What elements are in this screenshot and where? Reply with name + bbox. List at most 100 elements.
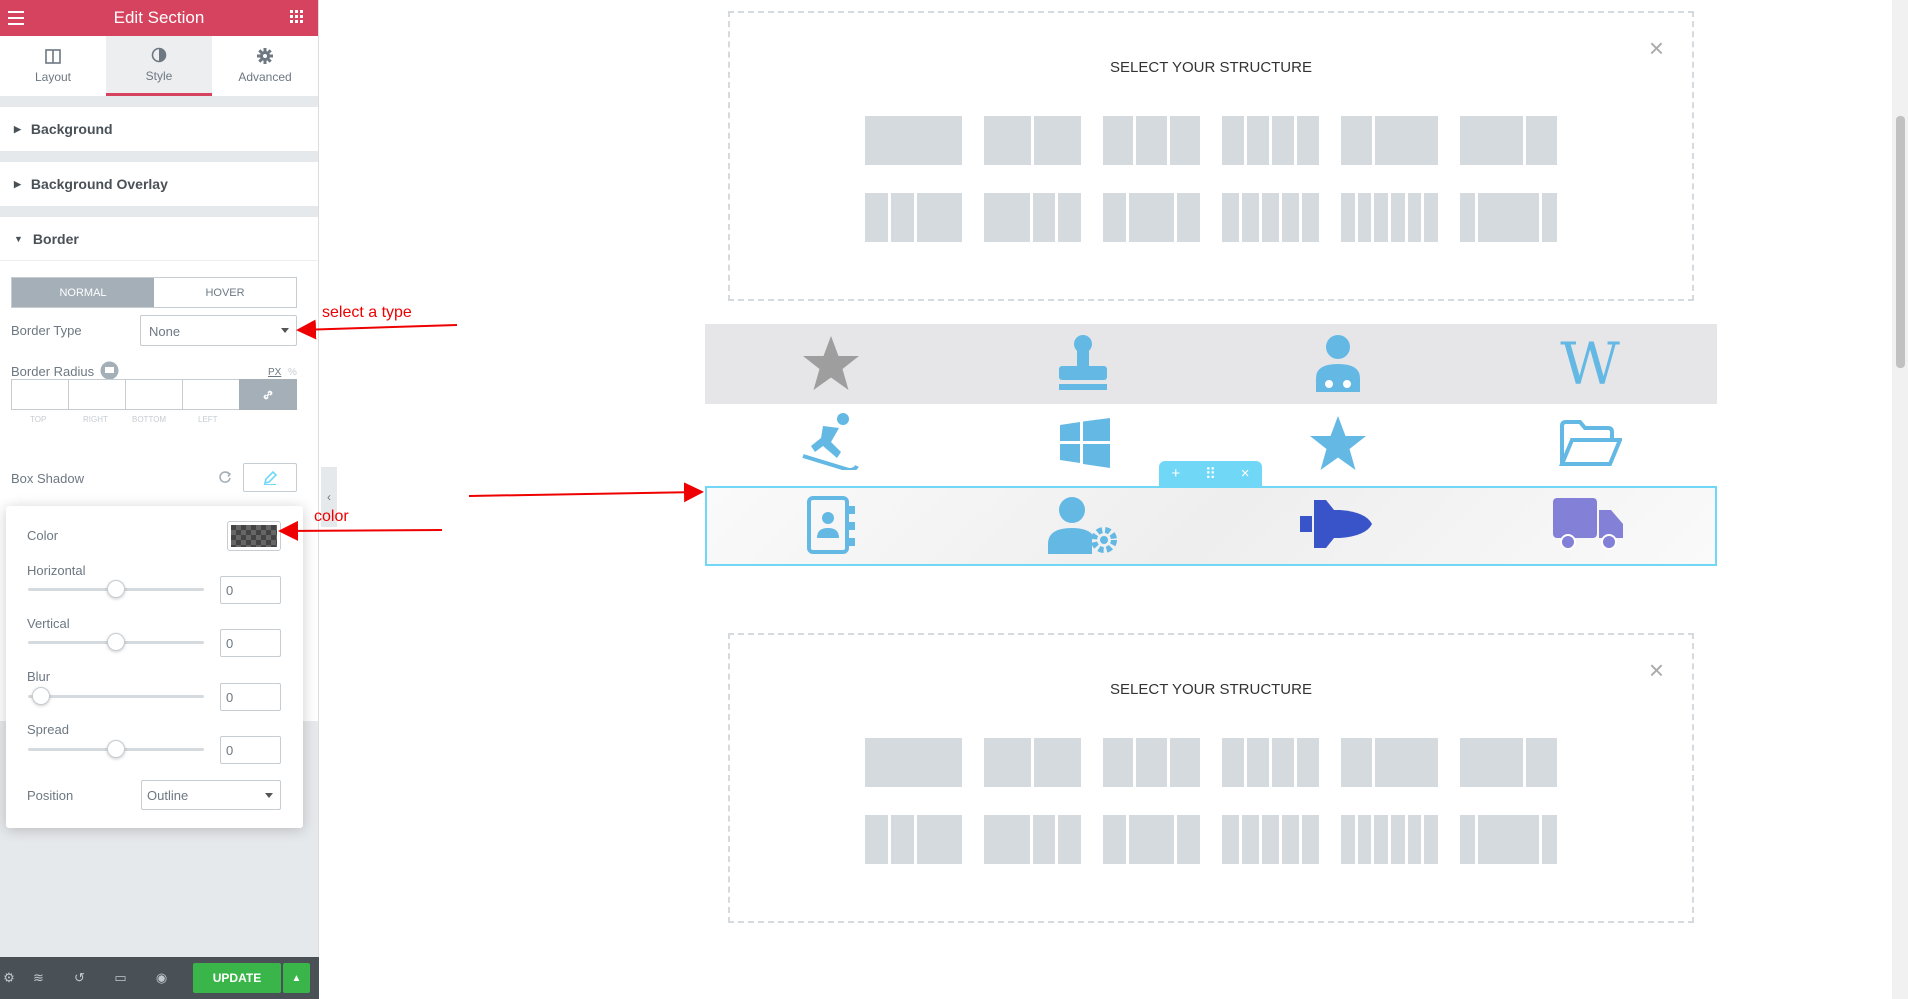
edit-shadow-button[interactable] xyxy=(243,463,297,492)
icon-row-section[interactable] xyxy=(705,324,1717,404)
checkerboard-swatch xyxy=(231,525,277,547)
scrollbar-thumb[interactable] xyxy=(1896,116,1905,368)
structure-preset[interactable] xyxy=(1222,815,1319,864)
structure-preset[interactable] xyxy=(984,116,1081,165)
structure-preset[interactable] xyxy=(1460,738,1557,787)
blur-slider-handle[interactable] xyxy=(32,687,50,705)
close-icon[interactable]: × xyxy=(1648,655,1664,685)
shadow-color-swatch[interactable] xyxy=(227,521,281,551)
structure-preset[interactable] xyxy=(984,738,1081,787)
radius-right-input[interactable] xyxy=(68,379,125,410)
star-icon xyxy=(803,336,859,390)
spread-slider-handle[interactable] xyxy=(107,740,125,758)
tab-layout-label: Layout xyxy=(34,69,72,84)
structure-preset[interactable] xyxy=(1103,193,1200,242)
structure-preset[interactable] xyxy=(1222,193,1319,242)
update-button[interactable]: UPDATE xyxy=(193,963,281,993)
selected-icon-row-section[interactable] xyxy=(705,486,1717,566)
history-icon[interactable]: ↺ xyxy=(74,970,85,985)
radius-left-input[interactable] xyxy=(182,379,239,410)
section-background[interactable]: ▶Background xyxy=(0,107,318,151)
border-type-select[interactable]: None xyxy=(140,315,297,346)
structure-preset[interactable] xyxy=(1341,815,1439,864)
spread-slider[interactable] xyxy=(28,740,204,758)
horizontal-slider[interactable] xyxy=(28,580,204,598)
responsive-icon[interactable] xyxy=(100,361,119,380)
user-cog-icon xyxy=(1048,497,1117,554)
structure-preset[interactable] xyxy=(1341,116,1438,165)
section-background-overlay-label: Background Overlay xyxy=(30,176,168,192)
structure-preset[interactable] xyxy=(1103,815,1200,864)
structure-preset[interactable] xyxy=(865,815,962,864)
normal-tab[interactable]: NORMAL xyxy=(12,278,154,307)
add-section-icon[interactable]: + xyxy=(1171,465,1181,482)
structure-preset[interactable] xyxy=(984,815,1081,864)
radius-top-input[interactable] xyxy=(11,379,68,410)
navigator-layers-icon[interactable]: ≋ xyxy=(33,970,44,985)
structure-preset[interactable] xyxy=(1103,116,1200,165)
drag-handle-icon[interactable]: ⠿ xyxy=(1204,465,1216,483)
link-icon xyxy=(263,390,273,399)
hamburger-menu-icon[interactable] xyxy=(8,11,24,25)
page-scrollbar[interactable] xyxy=(1892,0,1908,999)
panel-header: Edit Section xyxy=(0,0,318,36)
reset-icon[interactable] xyxy=(218,470,232,484)
horizontal-slider-handle[interactable] xyxy=(107,580,125,598)
wikipedia-icon: W xyxy=(1560,334,1620,390)
responsive-desktop-icon[interactable]: ▭ xyxy=(114,970,127,985)
horizontal-input[interactable]: 0 xyxy=(220,576,281,604)
radius-right-label: RIGHT xyxy=(83,415,108,424)
structure-preset[interactable] xyxy=(1222,738,1319,787)
settings-icon[interactable]: ⚙ xyxy=(3,970,15,985)
blur-label: Blur xyxy=(27,669,51,684)
unit-px[interactable]: PX xyxy=(268,367,282,378)
tab-advanced[interactable]: Advanced xyxy=(212,36,318,96)
tab-style-label: Style xyxy=(145,68,173,83)
structure-preset[interactable] xyxy=(1460,116,1557,165)
structure-preset[interactable] xyxy=(1460,815,1558,864)
vertical-input[interactable]: 0 xyxy=(220,629,281,657)
section-handle[interactable]: + ⠿ × xyxy=(1159,461,1262,486)
tab-style[interactable]: Style xyxy=(106,36,212,96)
grid-apps-icon[interactable] xyxy=(290,10,304,24)
annotation-color: color xyxy=(314,508,349,525)
border-type-label: Border Type xyxy=(11,323,82,338)
structure-preset[interactable] xyxy=(1103,738,1200,787)
structure-preset[interactable] xyxy=(1341,738,1438,787)
section-border[interactable]: ▼Border xyxy=(0,217,318,261)
layout-icon xyxy=(45,48,61,64)
address-book-icon xyxy=(807,496,855,554)
gear-icon xyxy=(257,48,273,64)
stamp-icon xyxy=(1059,335,1107,390)
structure-preset[interactable] xyxy=(1222,116,1319,165)
close-icon[interactable]: × xyxy=(1648,33,1664,63)
star-icon xyxy=(1310,416,1366,470)
link-values-button[interactable] xyxy=(239,379,297,410)
space-shuttle-icon xyxy=(1300,500,1372,548)
delete-section-icon[interactable]: × xyxy=(1240,465,1250,482)
spread-label: Spread xyxy=(27,722,69,737)
blur-input[interactable]: 0 xyxy=(220,683,281,711)
structure-preset[interactable] xyxy=(865,738,962,787)
unit-percent[interactable]: % xyxy=(288,367,297,378)
radius-bottom-input[interactable] xyxy=(125,379,182,410)
vertical-slider[interactable] xyxy=(28,633,204,651)
collapse-panel-button[interactable]: ‹ xyxy=(321,467,337,527)
structure-preset[interactable] xyxy=(1341,193,1439,242)
structure-preset[interactable] xyxy=(1460,193,1558,242)
border-radius-inputs xyxy=(11,379,297,410)
radius-top-label: TOP xyxy=(30,415,47,424)
vertical-slider-handle[interactable] xyxy=(107,633,125,651)
structure-preset[interactable] xyxy=(865,116,962,165)
update-options-button[interactable]: ▲ xyxy=(283,963,310,993)
tab-layout[interactable]: Layout xyxy=(0,36,106,96)
preview-eye-icon[interactable]: ◉ xyxy=(155,970,168,985)
structure-preset[interactable] xyxy=(984,193,1081,242)
section-background-overlay[interactable]: ▶Background Overlay xyxy=(0,162,318,206)
hover-tab[interactable]: HOVER xyxy=(205,286,245,299)
position-select[interactable]: Outline xyxy=(141,780,281,810)
spread-input[interactable]: 0 xyxy=(220,736,281,764)
structure-title: SELECT YOUR STRUCTURE xyxy=(1110,59,1312,76)
blur-slider[interactable] xyxy=(28,687,204,705)
structure-preset[interactable] xyxy=(865,193,962,242)
